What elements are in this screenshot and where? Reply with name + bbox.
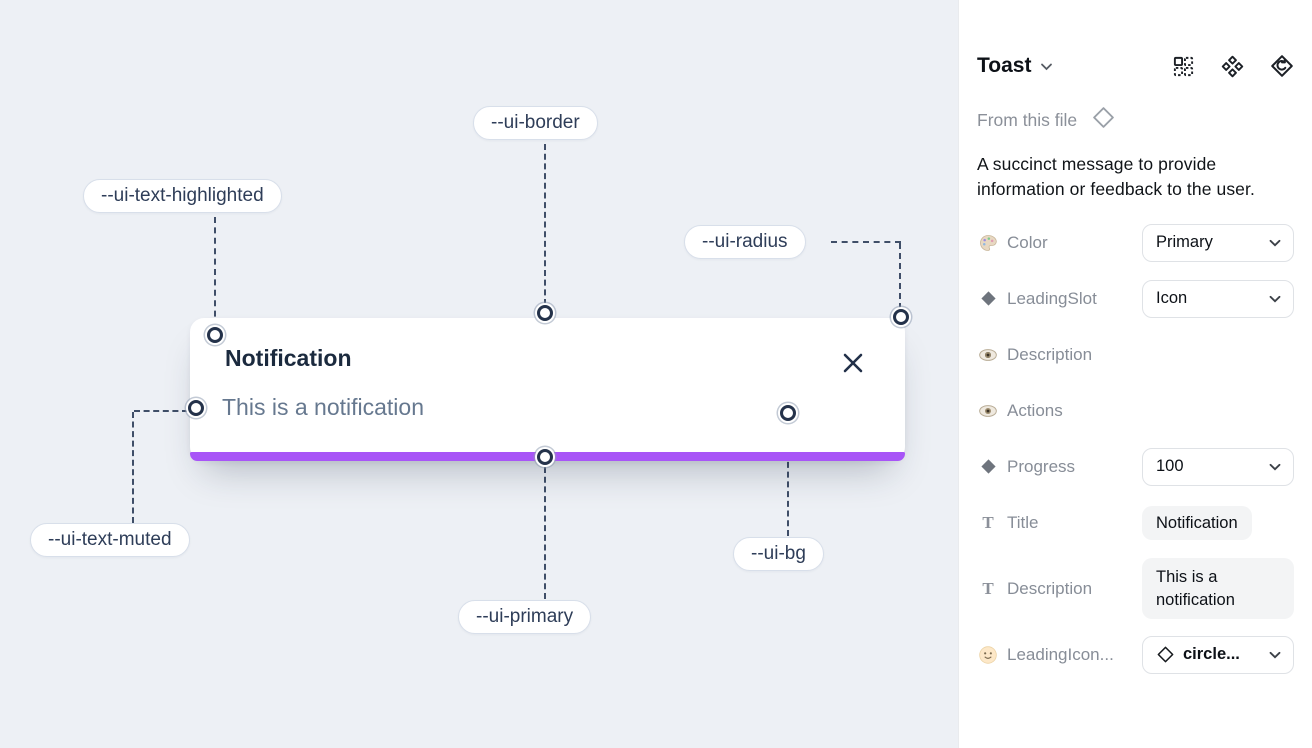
diamond-icon <box>977 290 999 307</box>
leadingslot-select[interactable]: Icon <box>1142 279 1294 318</box>
diamond-icon <box>977 458 999 475</box>
prop-row-leadingslot: LeadingSlot Icon <box>977 271 1294 327</box>
connector-line-ui-primary <box>544 467 546 599</box>
variants-icon[interactable] <box>1221 55 1244 78</box>
properties-panel: Toast <box>958 0 1312 748</box>
token-label-ui-text-muted: --ui-text-muted <box>30 523 190 557</box>
component-description: A succinct message to provide informatio… <box>977 154 1255 199</box>
token-label-ui-primary: --ui-primary <box>458 600 592 634</box>
prop-label-description: Description <box>1007 344 1093 364</box>
chevron-down-icon <box>1263 463 1281 471</box>
text-icon: T <box>982 578 994 598</box>
source-row: From this file <box>977 105 1294 135</box>
component-diamond-icon[interactable] <box>1091 105 1116 135</box>
prop-row-leadingicon: LeadingIcon... circle... <box>977 627 1294 683</box>
chevron-down-icon <box>1263 239 1281 247</box>
connector-line-ui-radius-v <box>899 243 901 309</box>
connector-line-ui-text-highlighted <box>214 217 216 327</box>
token-connector-ui-primary <box>537 449 553 465</box>
color-select[interactable]: Primary <box>1142 223 1294 262</box>
chevron-down-icon <box>1263 295 1281 303</box>
connector-line-ui-text-muted-h <box>134 410 188 412</box>
source-label: From this file <box>977 109 1078 130</box>
text-icon: T <box>982 512 994 532</box>
progress-select[interactable]: 100 <box>1142 447 1294 486</box>
prop-row-progress: Progress 100 <box>977 439 1294 495</box>
palette-icon <box>977 233 999 253</box>
prop-label-leadingicon: LeadingIcon... <box>1007 644 1114 664</box>
token-label-ui-border: --ui-border <box>473 106 598 140</box>
connector-line-ui-border <box>544 144 546 305</box>
eye-icon <box>977 401 999 421</box>
toast-description: This is a notification <box>222 394 424 420</box>
diamond-outline-icon <box>1156 645 1175 664</box>
prop-row-description-toggle: Description <box>977 327 1294 383</box>
token-connector-ui-text-highlighted <box>207 327 223 343</box>
prop-label-actions: Actions <box>1007 400 1063 420</box>
token-connector-ui-border <box>537 305 553 321</box>
leadingicon-select[interactable]: circle... <box>1142 635 1294 674</box>
prop-row-actions-toggle: Actions <box>977 383 1294 439</box>
prop-label-description-text: Description <box>1007 578 1093 598</box>
canvas: Notification This is a notification --ui… <box>0 0 958 748</box>
token-label-ui-bg: --ui-bg <box>733 537 824 571</box>
token-connector-ui-radius <box>893 309 909 325</box>
prop-row-title: T Title Notification <box>977 495 1294 551</box>
token-connector-ui-bg <box>780 405 796 421</box>
component-reset-icon[interactable] <box>1270 54 1294 78</box>
close-icon[interactable] <box>841 351 865 375</box>
panel-header: Toast <box>977 54 1294 78</box>
token-label-ui-radius: --ui-radius <box>684 225 806 259</box>
chevron-down-icon <box>1263 651 1281 659</box>
toast-component-preview: Notification This is a notification <box>190 318 905 461</box>
swap-instance-icon[interactable] <box>1172 55 1195 78</box>
description-input[interactable]: This is a notification <box>1142 558 1294 619</box>
prop-row-description-text: T Description This is a notification <box>977 551 1294 627</box>
prop-row-color: Color Primary <box>977 215 1294 271</box>
connector-line-ui-text-muted-v <box>132 412 134 523</box>
property-list: Color Primary LeadingSlot <box>977 215 1294 683</box>
component-title: Toast <box>977 54 1032 77</box>
token-label-ui-text-highlighted: --ui-text-highlighted <box>83 179 282 213</box>
smiley-icon <box>977 645 999 665</box>
prop-label-leadingslot: LeadingSlot <box>1007 288 1097 308</box>
toast-title: Notification <box>225 345 352 371</box>
eye-icon <box>977 345 999 365</box>
chevron-down-icon[interactable] <box>1040 62 1053 71</box>
connector-line-ui-radius-h <box>831 241 901 243</box>
prop-label-color: Color <box>1007 232 1048 252</box>
token-connector-ui-text-muted <box>188 400 204 416</box>
prop-label-title: Title <box>1007 512 1039 532</box>
connector-line-ui-bg <box>787 423 789 536</box>
prop-label-progress: Progress <box>1007 456 1076 476</box>
title-input[interactable]: Notification <box>1142 505 1252 540</box>
